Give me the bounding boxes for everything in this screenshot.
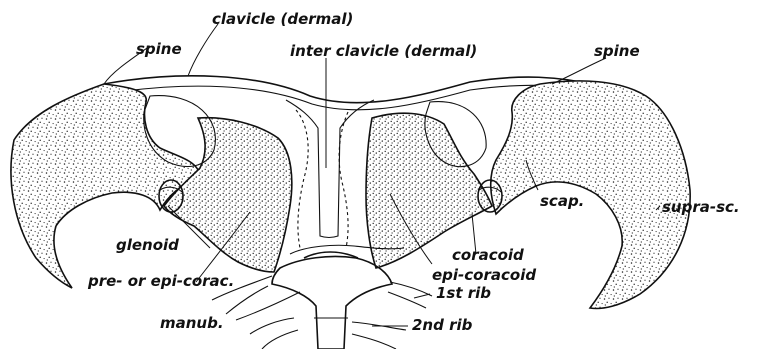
label-epicoracoid: epi-coracoid bbox=[432, 266, 536, 284]
left-dashed-boundary bbox=[296, 110, 308, 248]
left-scapula bbox=[11, 84, 200, 288]
label-scap: scap. bbox=[540, 192, 584, 210]
label-rib2: 2nd rib bbox=[412, 316, 473, 334]
label-manub: manub. bbox=[160, 314, 224, 332]
manubrium bbox=[272, 252, 392, 349]
ribs bbox=[212, 276, 432, 349]
label-precoracoid: pre- or epi-corac. bbox=[87, 272, 234, 290]
label-spine-right: spine bbox=[594, 42, 640, 60]
interclavicle-bone bbox=[286, 100, 374, 238]
label-interclavicle: inter clavicle (dermal) bbox=[290, 42, 477, 60]
label-clavicle: clavicle (dermal) bbox=[212, 10, 353, 28]
label-coracoid: coracoid bbox=[452, 246, 524, 264]
label-spine-left: spine bbox=[136, 40, 182, 58]
label-rib1: 1st rib bbox=[436, 284, 491, 302]
label-glenoid: glenoid bbox=[116, 236, 179, 254]
right-coracoid bbox=[366, 113, 492, 268]
label-suprasc: supra-sc. bbox=[662, 198, 740, 216]
